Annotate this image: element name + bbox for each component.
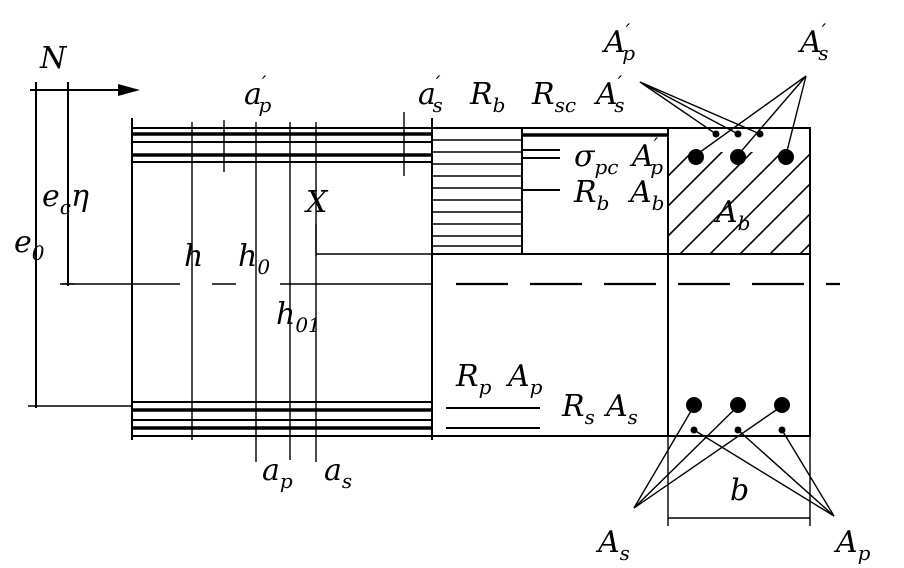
label-N: N	[39, 41, 68, 76]
axial-force-arrow	[30, 84, 140, 96]
cross-section	[633, 75, 835, 526]
label-R-s: Rs	[561, 389, 595, 429]
label-A-b: Ab	[627, 175, 664, 215]
stress-diagram	[432, 127, 668, 437]
label-sigma-pc: σpc	[574, 139, 619, 179]
member-elevation	[131, 112, 433, 462]
label-R-sc: Rsc	[531, 77, 576, 117]
bottom-bars	[686, 397, 790, 434]
label-A-b-section: Ab	[713, 195, 750, 235]
top-leader-lines	[639, 75, 807, 156]
label-a-s: as	[324, 453, 352, 493]
label-R-b: Rb	[469, 77, 505, 117]
label-X: X	[304, 185, 329, 220]
label-h0: h0	[238, 239, 270, 279]
label-a-p-prime: a′p	[244, 71, 271, 117]
label-top-A-s-prime: A′s	[797, 19, 828, 65]
label-A-p: Ap	[505, 359, 543, 399]
concrete-stress-block	[432, 139, 522, 247]
label-A-s-prime: A′s	[593, 71, 624, 117]
label-h01: h01	[276, 297, 321, 337]
label-bottom-A-s: As	[595, 525, 630, 565]
label-R-b-2: Rb	[573, 175, 609, 215]
diagram-labels: N ecη e0 a′p a′s Rb Rsc A′s σpc A′p Rb A…	[14, 19, 871, 565]
label-h: h	[184, 239, 203, 274]
label-A-s: As	[603, 389, 638, 429]
label-bottom-A-p: Ap	[833, 525, 871, 565]
width-dimension	[667, 436, 811, 526]
label-ec-eta: ecη	[42, 179, 89, 219]
label-e0: e0	[14, 225, 45, 265]
label-R-p: Rp	[455, 359, 492, 399]
label-a-p: ap	[262, 453, 293, 493]
label-top-A-p-prime: A′p	[601, 19, 635, 65]
label-a-s-prime: a′s	[418, 71, 443, 117]
label-A-p-prime: A′p	[629, 133, 663, 179]
label-b: b	[730, 473, 749, 508]
